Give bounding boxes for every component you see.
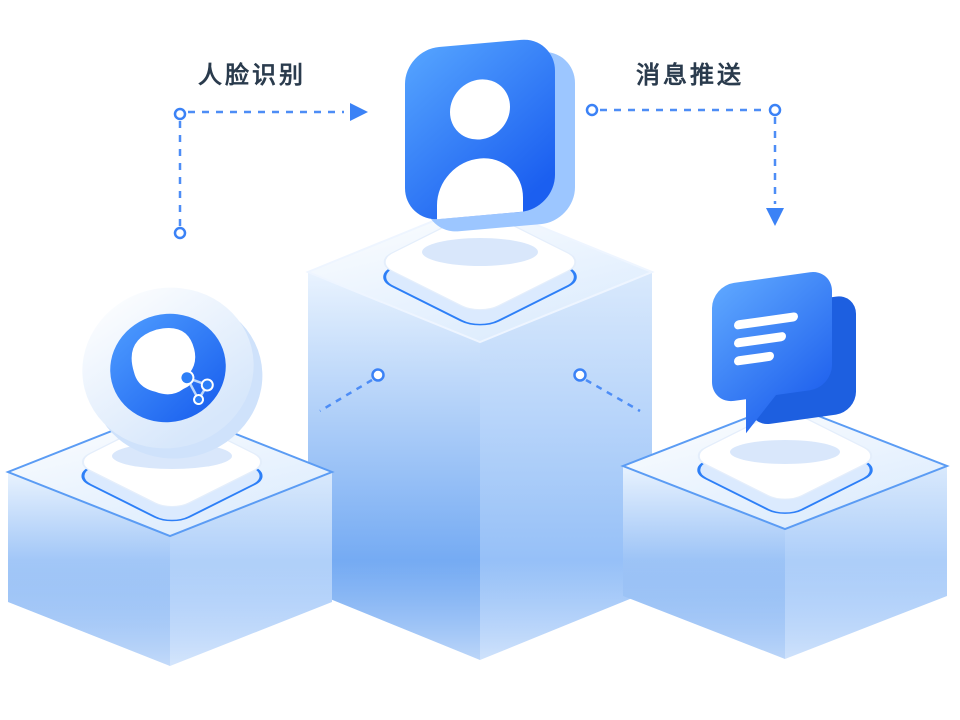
flow-label-right: 消息推送 <box>636 61 744 89</box>
connector-line <box>585 378 641 413</box>
flow-label-left: 人脸识别 <box>198 61 306 89</box>
molecule-network <box>179 370 214 406</box>
connector-node <box>371 368 385 382</box>
icon-shadow <box>422 238 538 266</box>
connector-node <box>173 107 187 121</box>
connector-line <box>319 378 373 413</box>
user-profile-icon <box>405 39 575 232</box>
face-scan-icon <box>82 287 263 459</box>
platform-center <box>383 213 577 326</box>
connector-node <box>573 368 587 382</box>
connector-node <box>768 103 782 117</box>
bottom-fade <box>0 560 960 720</box>
user-head <box>450 79 510 140</box>
chat-message-icon <box>712 272 856 434</box>
connector-left <box>173 103 368 240</box>
connector-node <box>585 103 599 117</box>
chat-text-lines <box>734 312 798 366</box>
connector-center-right <box>573 368 641 413</box>
arrow-right-icon <box>350 103 368 121</box>
icon-shadow <box>730 440 840 464</box>
connector-center-left <box>319 368 385 413</box>
platform-right <box>697 412 873 514</box>
connector-node <box>173 226 187 240</box>
connector-right <box>585 103 784 226</box>
face-silhouette <box>131 327 196 395</box>
arrow-down-icon <box>766 208 784 226</box>
user-shoulders <box>437 158 523 220</box>
